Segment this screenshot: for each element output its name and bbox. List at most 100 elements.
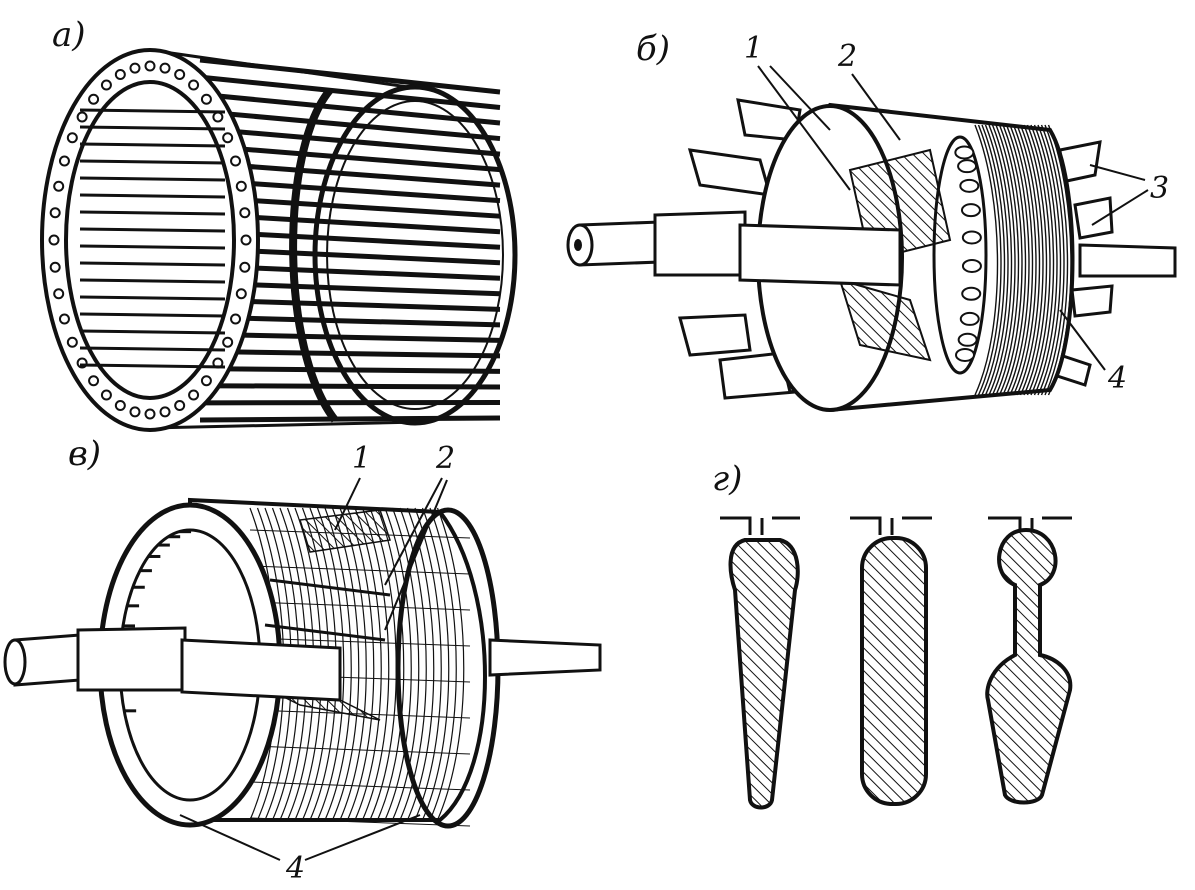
callout-4: 4 [1107,361,1127,396]
cage-bar-line [249,781,471,791]
shaft-tip [3,638,27,686]
bolt-hole [240,234,252,246]
bolt-hole [66,336,78,348]
leader-3 [1089,164,1149,226]
lamination-line [414,507,442,821]
cage-bar-inner [79,176,226,182]
lamination-line [1037,124,1062,396]
panel-a-squirrel-cage: а) [40,15,518,432]
lamination-line [981,124,1006,396]
bolt-hole [222,336,234,348]
lamination-line [1030,124,1055,396]
rotor-slot [959,311,980,326]
shaft-center-hole [574,239,582,251]
bolt-hole [49,207,61,219]
lamination-line [995,124,1020,396]
ventilation-duct [932,135,988,375]
lamination-line [988,124,1013,396]
rotor-slot [961,258,982,273]
cage-bar-inner [79,244,226,250]
panel-g-label: г) [712,459,742,499]
cage-bar [199,348,501,359]
lamination-line [1019,124,1044,396]
cage-far-ring-inner [326,100,504,410]
bolt-hole [100,79,112,91]
panel-v-label: в) [68,434,101,474]
leader-1 [334,477,361,531]
leader-4 [179,814,421,861]
cage-bar [199,126,501,157]
bolt-hole [174,399,186,411]
rotor-slot [959,178,980,193]
lamination-line [1009,124,1034,396]
cage-bar-highlight [199,132,501,161]
panel-b-rotor-with-fans: б) 1 2 3 4 [566,29,1177,413]
cage-bar-inner [79,142,226,148]
fan-blade [678,313,752,357]
bolt-hole [239,261,251,273]
bolt-hole [49,261,61,273]
shaft-right-end [1078,243,1177,278]
bolt-hole [66,132,78,144]
callout-2: 2 [435,441,455,476]
cage-bar-inner [79,193,226,199]
bolt-hole [88,93,100,105]
callout-2: 2 [837,39,857,74]
cage-bar-inner [79,329,226,335]
lamination-line [361,507,390,821]
bolt-hole [144,408,156,420]
cage-bar [199,366,501,374]
fan-blade [1073,196,1114,240]
cage-bar-highlight [199,98,501,130]
cage-bar [199,415,501,423]
lamination-line [1040,124,1065,396]
slot-opening [988,516,1072,530]
slot-opening [850,516,932,535]
bolt-hole [114,399,126,411]
rotor-slot [957,332,978,347]
panel-v-assembled-rotor: в) 1 2 4 [3,434,602,886]
lamination-line [998,124,1023,396]
panel-b-label: б) [636,29,670,69]
cage-inner-bars [79,108,226,369]
bolt-hole [230,313,242,325]
cage-bar-inner [79,295,226,301]
leader-2 [384,477,448,631]
cage-middle-ring [289,87,339,423]
fan-blade [1070,284,1114,318]
cage-bar-inner [79,278,226,284]
lamination-line [384,507,412,821]
bolt-hole [129,62,141,74]
cage-bar-inner [79,210,226,216]
lamination-line [974,124,999,396]
winding-bar [299,509,391,553]
bolt-hole [235,288,247,300]
lamination-line [436,507,465,821]
cage-bar-inner [79,363,226,369]
shaft-body [738,223,902,287]
lamination-line [1026,124,1051,396]
cage-bottom-edge [149,420,421,430]
bolt-hole [76,111,88,123]
callout-1: 1 [352,441,371,476]
bolt-hole [174,69,186,81]
bolt-hole [48,234,60,246]
bolt-hole [53,288,65,300]
cage-bar-highlight [199,149,501,176]
bolt-hole [58,155,70,167]
callout-3: 3 [1150,171,1169,206]
lamination-line [984,124,1009,396]
lamination-line [1047,124,1072,396]
lamination-line [1023,124,1048,396]
lamination-line [1016,124,1041,396]
cage-bars [264,578,391,642]
cage-top-edge [149,48,416,90]
lamination-line [346,507,375,821]
lamination-line [1002,124,1027,396]
rotor-slot [960,203,981,218]
winding-bar [838,278,932,362]
cage-bars [199,57,501,426]
cage-bar-highlight [199,338,501,347]
bolt-hole [200,375,212,387]
